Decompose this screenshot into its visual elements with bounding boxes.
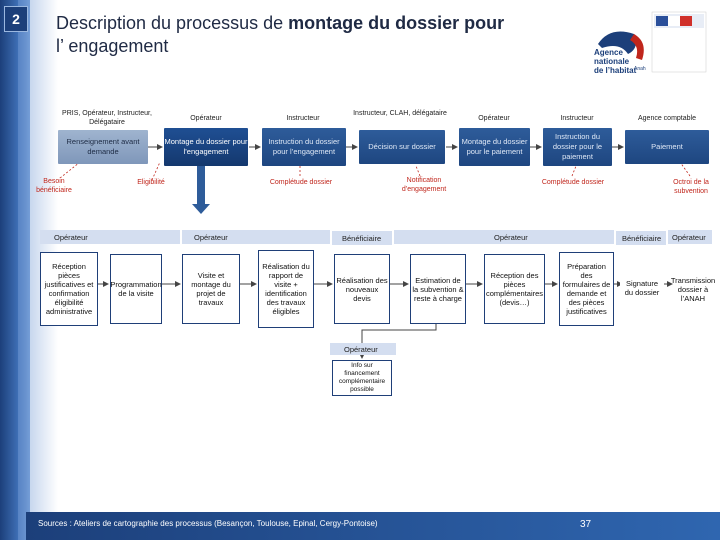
role-beneficiaire-2: Bénéficiaire (622, 234, 662, 243)
footer-band (26, 512, 720, 540)
annotation-notification: Notification d’engagement (401, 177, 447, 193)
title-bold: montage du dossier pour (288, 13, 505, 33)
step-instruction-engagement: Instruction du dossier pour l’engagement (262, 128, 346, 166)
role-label-instruction-paiement: Instructeur (560, 115, 594, 122)
logo-line1: Agence (594, 48, 623, 57)
title-line2: l’ engagement (56, 36, 169, 56)
logo-anah-small: Anah (634, 66, 646, 72)
role-band-operateur-3: Opérateur (394, 230, 614, 244)
detail-visite-montage: Visite et montage du projet de travaux (182, 254, 240, 324)
step-renseignement: Renseignement avant demande (58, 130, 148, 164)
annotation-octroi: Octroi de la subvention (673, 179, 709, 195)
detail-estimation-subvention: Estimation de la subvention & reste à ch… (410, 254, 466, 324)
role-label-renseignement: PRIS, Opérateur, Instructeur, Délégatair… (62, 110, 152, 126)
step-montage-paiement: Montage du dossier pour le paiement (459, 128, 530, 166)
role-operateur-2: Opérateur (194, 233, 228, 242)
detail-nouveaux-devis: Réalisation des nouveaux devis (334, 254, 390, 324)
logo-graphic (598, 11, 707, 73)
role-operateur-3: Opérateur (494, 233, 528, 242)
role-beneficiaire-1: Bénéficiaire (342, 234, 382, 243)
role-band-operateur-1: Opérateur (40, 230, 180, 244)
role-sub-operateur: Opérateur (344, 345, 378, 354)
role-band-operateur-4: Opérateur (668, 230, 712, 244)
role-operateur-1: Opérateur (54, 233, 88, 242)
page-title: Description du processus de montage du d… (56, 12, 576, 58)
detail-info-financement: Info sur financement complémentaire poss… (332, 360, 392, 396)
step-paiement: Paiement (625, 130, 709, 164)
title-plain: Description du processus de (56, 13, 289, 33)
page-number: 37 (580, 519, 592, 530)
slide-number: 2 (4, 6, 28, 32)
logo-wordmark: Agence nationale de l’habitat (594, 48, 636, 75)
role-band-operateur-2: Opérateur (182, 230, 330, 244)
detail-transmission-anah: Transmission dossier à l’ANAH (671, 252, 715, 326)
role-band-beneficiaire-2: Bénéficiaire (616, 231, 666, 245)
role-band-sub-operateur: Opérateur (330, 343, 396, 355)
role-label-instruction: Instructeur (286, 115, 320, 122)
role-label-montage: Opérateur (190, 115, 222, 122)
annotation-eligibilite: Eligibilité (137, 179, 165, 186)
role-operateur-4: Opérateur (672, 233, 706, 242)
annotation-completude-1: Complétude dossier (269, 179, 333, 186)
detail-reception-pieces: Réception pièces justificatives et confi… (40, 252, 98, 326)
role-label-decision: Instructeur, CLAH, délégataire (353, 110, 447, 117)
role-label-paiement: Agence comptable (638, 115, 696, 122)
detail-signature-dossier: Signature du dossier (620, 262, 664, 314)
detail-preparation-formulaires: Préparation des formulaires de demande e… (559, 252, 614, 326)
step-montage-engagement: Montage du dossier pour l’engagement (164, 128, 248, 166)
logo-line2: nationale (594, 57, 630, 66)
detail-programmation-visite: Programmation de la visite (110, 254, 162, 324)
detail-rapport-visite: Réalisation du rapport de visite + ident… (258, 250, 314, 328)
footer-sources: Sources : Ateliers de cartographie des p… (38, 519, 378, 528)
annotation-besoin: Besoin bénéficiaire (36, 178, 72, 194)
role-label-montage-paiement: Opérateur (478, 115, 510, 122)
anah-logo: Agence nationale de l’habitat Anah (590, 8, 710, 80)
annotation-completude-2: Complétude dossier (541, 179, 605, 186)
logo-line3: de l’habitat (594, 66, 637, 75)
step-decision: Décision sur dossier (359, 130, 445, 164)
detail-reception-complementaires: Réception des pièces complémentaires (de… (484, 254, 545, 324)
role-band-beneficiaire-1: Bénéficiaire (332, 231, 392, 245)
step-instruction-paiement: Instruction du dossier pour le paiement (543, 128, 612, 166)
